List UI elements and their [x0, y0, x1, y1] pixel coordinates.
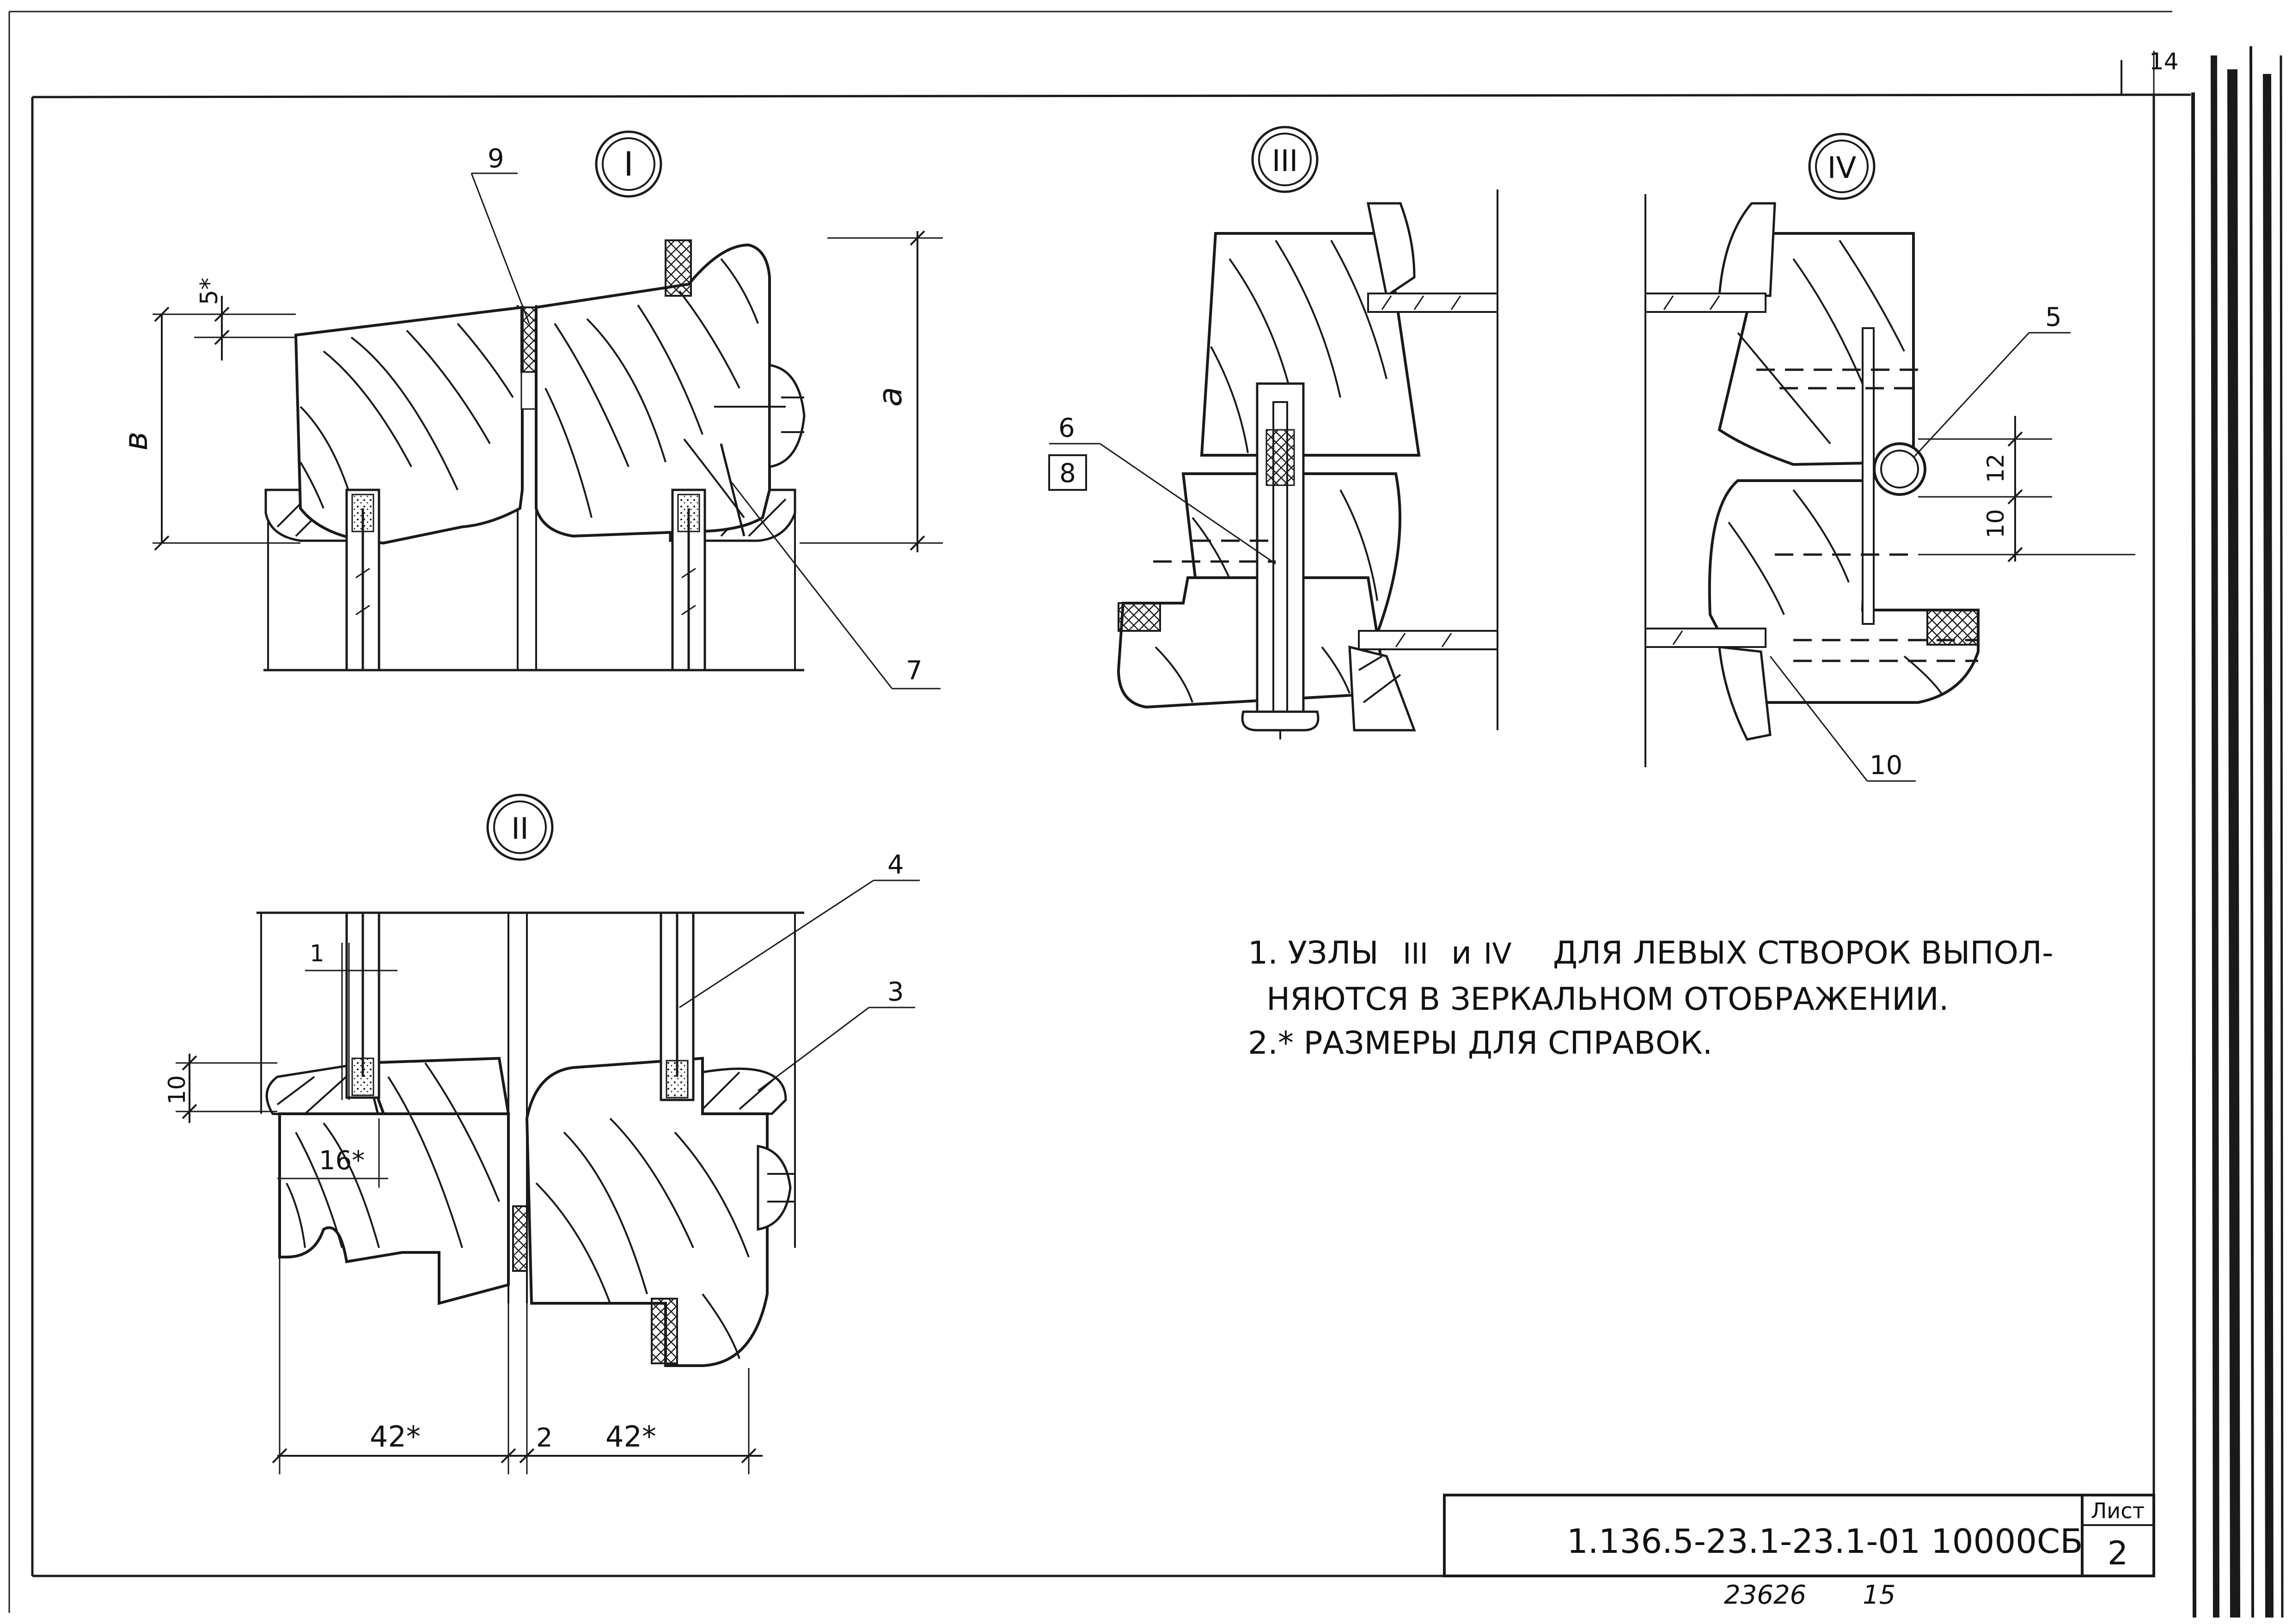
bottom-code: 23626: [1724, 1580, 1806, 1610]
view-3-label: III: [1272, 144, 1298, 178]
dim-10-ii: 10: [164, 1075, 190, 1105]
note-1-line2: НЯЮТСЯ В ЗЕРКАЛЬНОМ ОТОБРАЖЕНИИ.: [1266, 981, 1949, 1018]
view-4: IV 12 10 5: [1644, 133, 2135, 782]
view-2-label: II: [511, 812, 529, 846]
dim-a: а: [871, 387, 909, 407]
notes: 1. УЗЛЫ III и IV ДЛЯ ЛЕВЫХ СТВОРОК ВЫПОЛ…: [1248, 935, 2054, 1062]
note-1-rest: ДЛЯ ЛЕВЫХ СТВОРОК ВЫПОЛ-: [1553, 935, 2054, 971]
callout-10: 10: [1870, 751, 1902, 781]
title-block: 1.136.5-23.1-23.1-01 10000СБ Лист 2 2362…: [1443, 1494, 2155, 1610]
dim-2: 2: [536, 1423, 553, 1453]
note-1-u4: IV: [1484, 937, 1512, 971]
dim-10-iv: 10: [1982, 509, 2009, 538]
doc-code: 1.136.5-23.1-23.1-01 10000СБ: [1567, 1522, 2083, 1561]
dim-16: 16*: [319, 1146, 365, 1176]
callout-7: 7: [906, 656, 923, 686]
dim-42-left: 42*: [370, 1420, 421, 1453]
callout-6: 6: [1058, 413, 1075, 443]
note-2: 2.* РАЗМЕРЫ ДЛЯ СПРАВОК.: [1248, 1025, 1712, 1062]
callout-3: 3: [887, 977, 904, 1007]
binding-strip: [2191, 46, 2284, 1618]
dim-12-iv: 12: [1982, 453, 2009, 483]
sheet-frame: 14: [8, 11, 2191, 1613]
dim-1: 1: [310, 940, 324, 967]
note-1-and: и: [1451, 935, 1472, 971]
view-4-label: IV: [1827, 151, 1857, 185]
callout-5: 5: [2045, 302, 2062, 332]
view-2: II 4: [164, 794, 920, 1474]
view-1-label: I: [623, 145, 633, 183]
callout-4: 4: [887, 850, 904, 880]
callout-8: 8: [1059, 458, 1076, 488]
bottom-num: 15: [1863, 1580, 1895, 1610]
dim-5: 5*: [196, 278, 223, 305]
note-1-u3: III: [1403, 937, 1428, 971]
dim-42-right: 42*: [605, 1420, 656, 1453]
note-1-start: 1. УЗЛЫ: [1248, 935, 1379, 971]
dim-b: в: [117, 432, 155, 451]
view-1: I: [117, 130, 943, 690]
corner-mark: 14: [2149, 48, 2179, 75]
sheet-label: Лист: [2091, 1498, 2145, 1523]
view-3: III 6 8: [1048, 126, 1498, 739]
callout-9: 9: [488, 144, 504, 174]
sheet-number: 2: [2108, 1534, 2128, 1572]
